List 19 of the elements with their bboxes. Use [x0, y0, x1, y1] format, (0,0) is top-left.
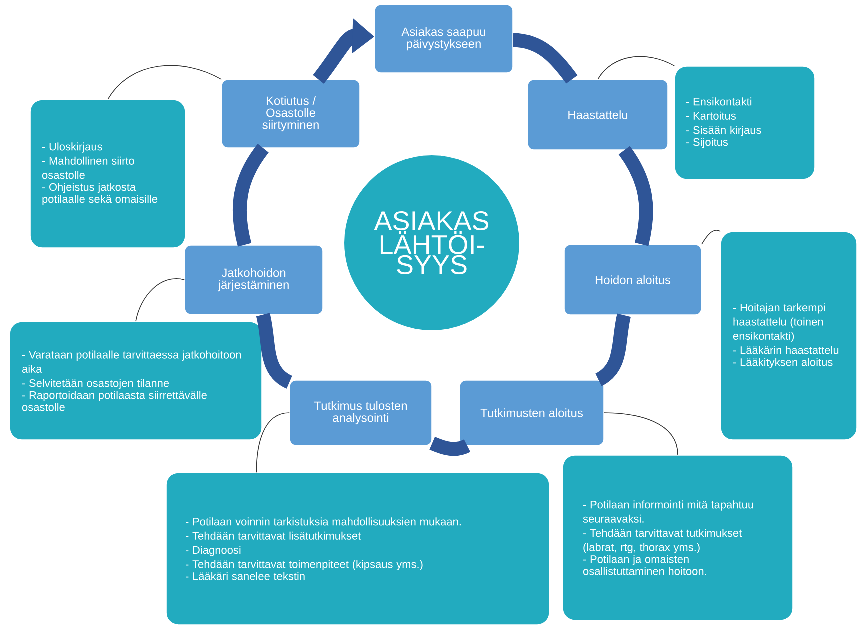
- step-box: Asiakas saapuu päivystykseen: [374, 4, 514, 74]
- step-box: Hoidon aloitus: [564, 244, 702, 316]
- note-box: - Varataan potilaalle tarvittaessa jatkohoitoon aika - Selvitetään osastojen tilanne - Raportoidaan potilaasta siirrettävälle osastolle: [10, 322, 262, 440]
- step-box: Jatkohoidon järjestäminen: [184, 245, 324, 315]
- step-box: Haastattelu: [528, 80, 668, 150]
- note-box: - Ensikontakti - Kartoitus - Sisään kirjaus - Sijoitus: [674, 66, 816, 180]
- note-box: - Potilaan informointi mitä tapahtuu seuraavaksi. - Tehdään tarvittavat tutkimukset (labrat, rtg, thorax yms.) - Potilaan ja omaisten osallistuttaminen hoitoon.: [562, 455, 794, 621]
- connector-curve: [702, 230, 721, 245]
- connector-curve: [136, 278, 186, 322]
- note-box: - Potilaan voinnin tarkistuksia mahdollisuuksien mukaan. - Tehdään tarvittavat lisätutkimukset - Diagnoosi - Tehdään tarvittavat toimenpiteet (kipsaus yms.) - Lääkäri sanelee tekstin: [166, 472, 550, 626]
- connector-curve: [598, 56, 675, 80]
- step-box: Tutkimus tulosten analysointi: [290, 380, 432, 446]
- step-box: Tutkimusten aloitus: [460, 380, 604, 446]
- step-box: Kotiutus / Osastolle siirtyminen: [222, 80, 360, 148]
- note-box: - Hoitajan tarkempi haastattelu (toinen ensikontakti) - Lääkärin haastattelu - Lääkityksen aloitus: [720, 232, 858, 440]
- connector-curve: [604, 412, 678, 456]
- connector-curve: [108, 65, 222, 100]
- connector-curve: [256, 412, 290, 473]
- note-box: - Uloskirjaus - Mahdollinen siirto osastolle - Ohjeistus jatkosta potilaalle sekä omaisille: [30, 100, 186, 248]
